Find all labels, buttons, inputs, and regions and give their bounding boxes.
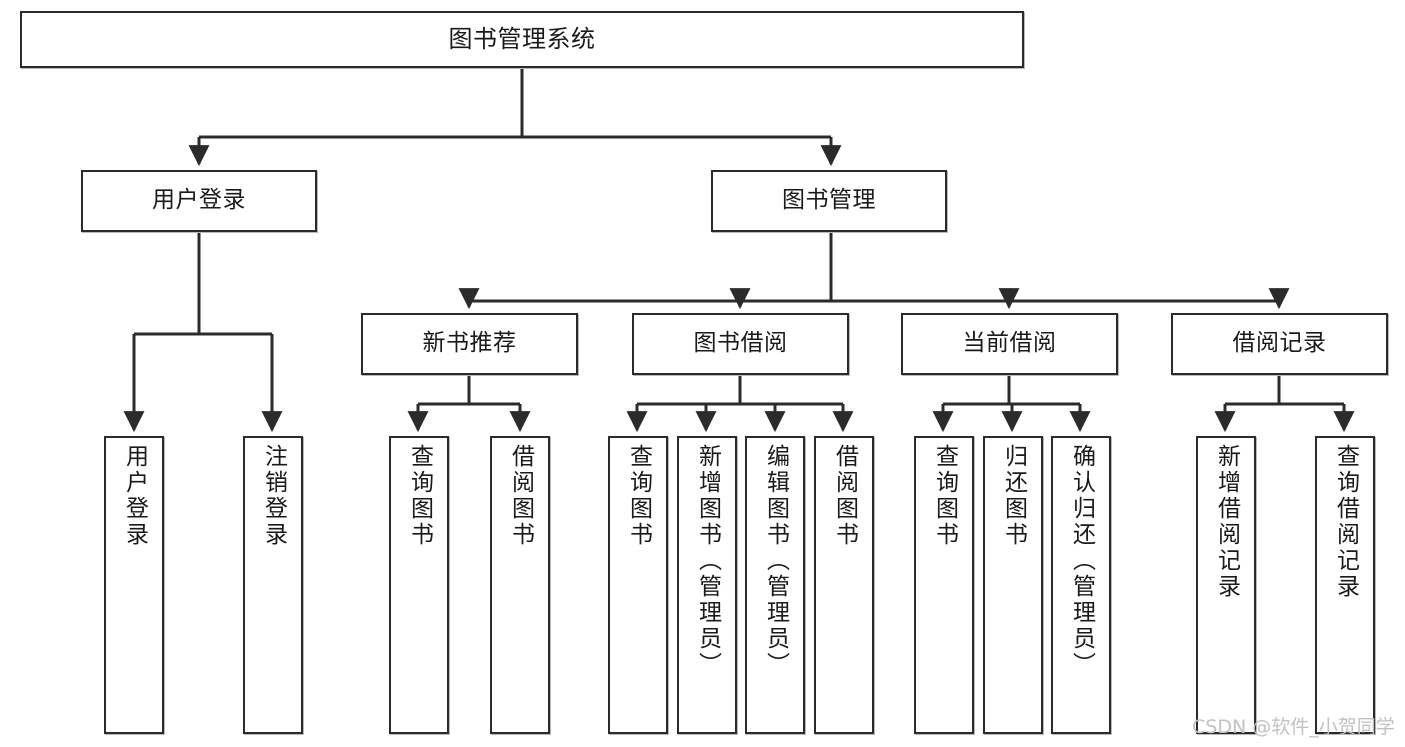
node-label: 查询图书: [931, 444, 958, 548]
node-user-login[interactable]: 用户登录: [81, 170, 317, 232]
leaf-logout[interactable]: 注销登录: [243, 436, 303, 734]
node-label: 借阅记录: [1232, 330, 1327, 357]
node-label: 新增借阅记录: [1213, 444, 1240, 600]
node-label: 图书管理系统: [448, 25, 596, 54]
leaf-new-book-borrow[interactable]: 借阅图书: [490, 436, 550, 734]
leaf-confirm-return-admin[interactable]: 确认归还（管理员）: [1051, 436, 1111, 734]
node-label: 归还图书: [1000, 444, 1027, 548]
node-label: 新书推荐: [422, 330, 517, 357]
node-label: 图书借阅: [693, 330, 788, 357]
csdn-watermark: CSDN @软件_小贺同学: [1192, 716, 1395, 738]
node-label: 注销登录: [260, 444, 287, 548]
leaf-book-borrow-query[interactable]: 查询图书: [608, 436, 668, 734]
node-new-book-recommend[interactable]: 新书推荐: [361, 313, 578, 375]
node-label: 查询借阅记录: [1332, 444, 1359, 600]
leaf-book-borrow-action[interactable]: 借阅图书: [814, 436, 874, 734]
node-book-borrow[interactable]: 图书借阅: [632, 313, 849, 375]
node-borrow-record[interactable]: 借阅记录: [1171, 313, 1388, 375]
leaf-book-edit-admin[interactable]: 编辑图书（管理员）: [745, 436, 805, 734]
leaf-new-book-query[interactable]: 查询图书: [389, 436, 449, 734]
node-label: 新增图书（管理员）: [694, 444, 721, 678]
node-label: 借阅图书: [831, 444, 858, 548]
node-label: 查询图书: [625, 444, 652, 548]
node-label: 借阅图书: [507, 444, 534, 548]
node-label: 查询图书: [406, 444, 433, 548]
node-book-management[interactable]: 图书管理: [711, 170, 947, 232]
node-label: 编辑图书（管理员）: [762, 444, 789, 678]
node-label: 图书管理: [782, 187, 876, 214]
node-label: 用户登录: [152, 187, 246, 214]
leaf-return-book[interactable]: 归还图书: [983, 436, 1043, 734]
leaf-current-borrow-query[interactable]: 查询图书: [914, 436, 974, 734]
node-label: 用户登录: [121, 444, 148, 548]
node-root-book-management-system[interactable]: 图书管理系统: [20, 11, 1024, 68]
leaf-add-borrow-record[interactable]: 新增借阅记录: [1196, 436, 1256, 734]
leaf-book-add-admin[interactable]: 新增图书（管理员）: [677, 436, 737, 734]
leaf-user-login[interactable]: 用户登录: [104, 436, 164, 734]
node-label: 当前借阅: [962, 330, 1057, 357]
leaf-query-borrow-record[interactable]: 查询借阅记录: [1315, 436, 1375, 734]
node-label: 确认归还（管理员）: [1068, 444, 1095, 678]
node-current-borrow[interactable]: 当前借阅: [901, 313, 1118, 375]
